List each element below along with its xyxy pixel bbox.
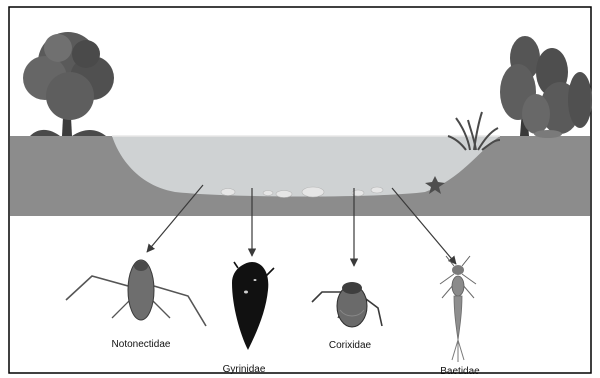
label-gyrinidae: Gyrinidae	[223, 364, 266, 375]
pebble	[263, 191, 273, 196]
label-notonectidae: Notonectidae	[112, 339, 171, 350]
pebble	[302, 187, 324, 197]
pebble	[371, 187, 383, 193]
pebble	[276, 191, 292, 198]
label-baetidae: Baetidae	[440, 366, 480, 377]
label-corixidae: Corixidae	[329, 340, 372, 351]
pebble	[221, 189, 235, 196]
